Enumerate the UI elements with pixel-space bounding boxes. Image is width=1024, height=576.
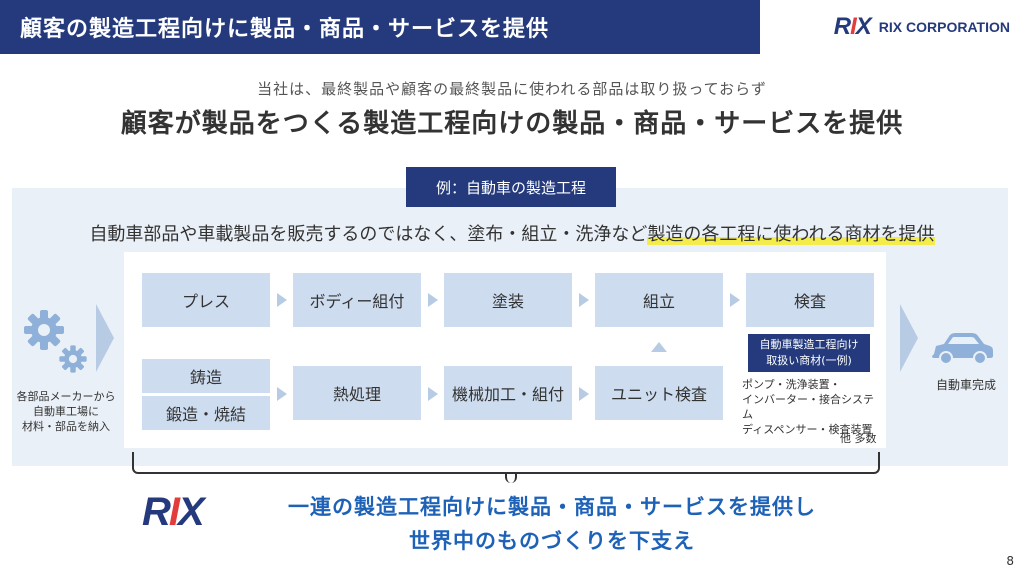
intro-title: 顧客が製品をつくる製造工程向けの製品・商品・サービスを提供 xyxy=(120,109,904,139)
bottom-message-line: 一連の製造工程向けに製品・商品・サービスを提供し xyxy=(288,495,816,519)
logo-letter-r: R xyxy=(142,490,171,534)
logo-letter-i: I xyxy=(850,13,857,40)
header-title: 顧客の製造工程向けに製品・商品・サービスを提供 xyxy=(0,0,760,54)
left-caption: 各部品メーカーから 自動車工場に 材料・部品を納入 xyxy=(14,389,118,434)
flow-out-arrow-icon xyxy=(900,304,918,372)
bottom-message: 一連の製造工程向けに製品・商品・サービスを提供し 世界中のものづくりを下支え xyxy=(232,490,872,558)
left-caption-line: 材料・部品を納入 xyxy=(22,420,110,433)
gear-small-icon xyxy=(59,345,87,373)
arrow-right-icon xyxy=(277,293,287,307)
step-press: プレス xyxy=(142,273,270,327)
logo-letter-i: I xyxy=(168,490,180,534)
header: 顧客の製造工程向けに製品・商品・サービスを提供 RIX RIX CORPORAT… xyxy=(0,0,1024,54)
bottom-message-line: 世界中のものづくりを下支え xyxy=(409,529,695,553)
arrow-right-icon xyxy=(579,293,589,307)
step-machining: 機械加工・組付 xyxy=(444,366,572,420)
example-label: 例：自動車の製造工程 xyxy=(406,167,616,207)
intro-subtitle: 当社は、最終製品や顧客の最終製品に使われる部品は取り扱っておらず xyxy=(257,80,767,98)
car-icon xyxy=(932,333,993,365)
product-item: ディスペンサー・検査装置 xyxy=(742,423,873,436)
step-unit-inspection: ユニット検査 xyxy=(595,366,723,420)
bracket-tick xyxy=(505,473,517,483)
step-casting: 鋳造 xyxy=(142,359,270,393)
process-description: 自動車部品や車載製品を販売するのではなく、塗布・組立・洗浄など製造の各工程に使わ… xyxy=(0,220,1024,246)
products-etc: 他 多数 xyxy=(840,432,877,445)
step-painting: 塗装 xyxy=(444,273,572,327)
arrow-right-icon xyxy=(428,387,438,401)
arrow-right-icon xyxy=(730,293,740,307)
arrow-right-icon xyxy=(579,387,589,401)
logo-letter-x: X xyxy=(855,13,872,40)
corp-name: RIX CORPORATION xyxy=(878,19,1010,35)
gear-large-icon xyxy=(24,310,64,350)
products-tag: 自動車製造工程向け 取扱い商材(一例) xyxy=(748,334,870,372)
step-assembly: 組立 xyxy=(595,273,723,327)
arrow-right-icon xyxy=(277,387,287,401)
header-brand: RIX RIX CORPORATION xyxy=(760,0,1024,54)
step-forging: 鍛造・焼結 xyxy=(142,396,270,430)
arrow-up-icon xyxy=(651,342,667,352)
description-text: 自動車部品や車載製品を販売するのではなく、塗布・組立・洗浄など xyxy=(89,224,648,245)
description-highlight: 製造の各工程に使われる商材を提供 xyxy=(647,224,935,245)
products-tag-line: 自動車製造工程向け xyxy=(759,338,859,351)
logo-letter-x: X xyxy=(178,490,205,534)
flow-in-arrow-icon xyxy=(96,304,114,372)
products-tag-line: 取扱い商材(一例) xyxy=(766,354,852,367)
rix-logo-large: RIX xyxy=(142,490,205,535)
page-number: 8 xyxy=(1006,554,1014,568)
arrow-right-icon xyxy=(428,293,438,307)
left-caption-line: 各部品メーカーから xyxy=(16,390,116,403)
bracket xyxy=(132,452,880,474)
logo-letter-r: R xyxy=(833,13,851,40)
right-caption: 自動車完成 xyxy=(935,378,996,392)
rix-logo: RIX xyxy=(833,13,872,41)
step-body-assembly: ボディー組付 xyxy=(293,273,421,327)
product-item: インバーター・接合システム xyxy=(742,393,874,421)
left-caption-line: 自動車工場に xyxy=(33,405,99,418)
step-inspection: 検査 xyxy=(746,273,874,327)
products-list: ポンプ・洗浄装置・ インバーター・接合システム ディスペンサー・検査装置 xyxy=(742,377,884,437)
product-item: ポンプ・洗浄装置・ xyxy=(742,378,841,391)
step-heat-treatment: 熱処理 xyxy=(293,366,421,420)
